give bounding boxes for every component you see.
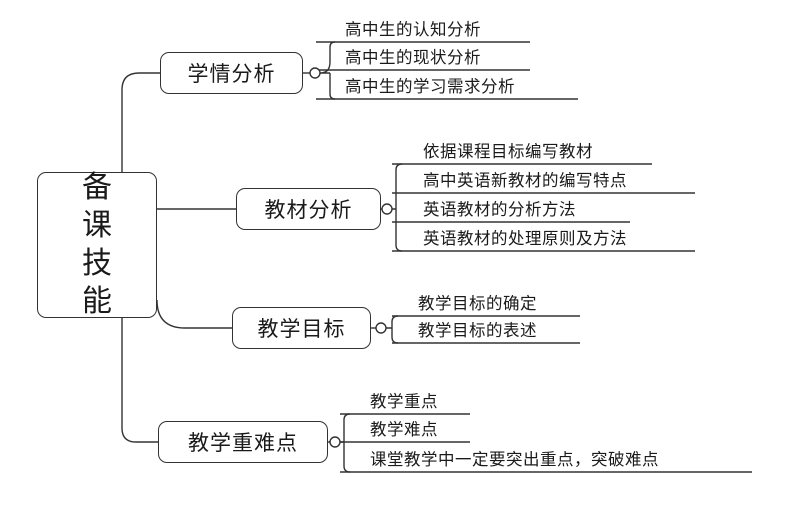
collapse-toggle-branch-4 [329,436,341,448]
connector-branch-2-fan [392,163,403,252]
branch-2-item-3: 英语教材的分析方法 [423,200,576,219]
root-char-4: 能 [82,284,112,319]
collapse-toggle-branch-1 [309,67,321,79]
connector-branch-3-fan [386,315,399,344]
root-char-2: 课 [82,208,112,243]
branch-2-item-2: 高中英语新教材的编写特点 [423,171,627,190]
branch-4-item-2: 教学难点 [370,420,438,439]
branch-2-item-4: 英语教材的处理原则及方法 [423,229,627,248]
branch-node-2: 教材分析 [236,188,381,230]
branch-4-item-3: 课堂教学中一定要突出重点，突破难点 [370,450,659,469]
branch-2-item-1: 依据课程目标编写教材 [423,142,593,161]
connector-branch-4-fan [340,413,351,473]
collapse-toggle-branch-3 [375,322,387,334]
branch-1-item-3: 高中生的学习需求分析 [345,77,515,96]
root-char-1: 备 [82,170,112,205]
branch-label-4: 教学重难点 [188,431,298,455]
connector-root-branch-3 [156,299,232,329]
branch-label-1: 学情分析 [187,62,276,86]
branch-label-2: 教材分析 [264,198,353,222]
root-node: 备 课 技 能 [37,170,157,319]
branch-node-4: 教学重难点 [158,421,328,463]
branch-3-item-1: 教学目标的确定 [418,294,537,313]
branch-3-item-2: 教学目标的表述 [418,321,537,340]
branch-node-3: 教学目标 [232,307,371,349]
branch-1-item-1: 高中生的认知分析 [345,20,481,39]
branch-label-3: 教学目标 [257,317,346,341]
branch-node-1: 学情分析 [160,52,303,94]
collapse-toggle-branch-2 [381,203,393,215]
branch-1-item-2: 高中生的现状分析 [345,48,481,67]
connector-root-branch-1 [121,72,160,172]
connector-root-branch-4 [121,318,158,443]
branch-4-item-1: 教学重点 [370,392,438,411]
root-char-3: 技 [82,246,112,281]
